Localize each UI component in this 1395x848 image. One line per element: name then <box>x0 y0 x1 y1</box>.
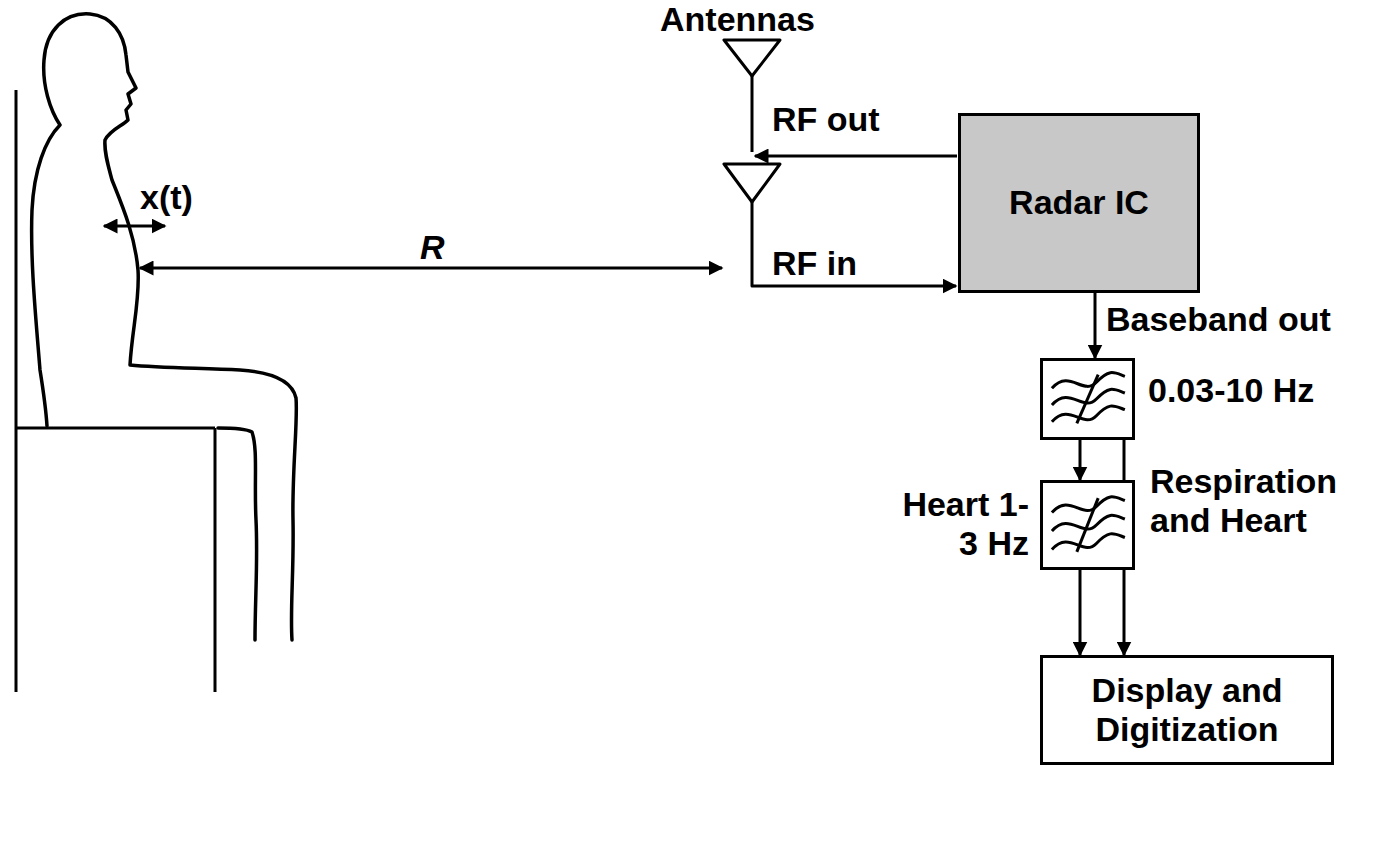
text-label: Antennas <box>660 0 815 39</box>
filter-symbol <box>1043 483 1132 567</box>
antenna-symbols <box>724 40 957 286</box>
connector-label: Respiration and Heart <box>1150 462 1390 540</box>
range-arrow <box>140 267 722 270</box>
filter-box: Heart 1-3 Hz <box>1040 480 1135 570</box>
signal-connector <box>1094 293 1097 358</box>
filter-symbol <box>1043 361 1132 437</box>
chair <box>16 90 215 692</box>
connector-label: Baseband out <box>1106 300 1331 339</box>
filter-label: Heart 1-3 Hz <box>901 485 1029 563</box>
signal-connector <box>1079 570 1082 655</box>
box-label: Display and Digitization <box>1051 671 1323 749</box>
displacement-arrow <box>104 225 165 228</box>
text-label: RF out <box>772 100 880 139</box>
text-label: x(t) <box>140 178 193 217</box>
filter-label: 0.03-10 Hz <box>1148 371 1314 410</box>
text-label: RF in <box>772 244 857 283</box>
box-label: Radar IC <box>1009 183 1149 222</box>
filter-box: 0.03-10 Hz <box>1040 358 1135 440</box>
text-label: R <box>420 228 445 267</box>
person-outline <box>32 14 297 640</box>
signal-connector <box>1079 440 1082 480</box>
process-box: Radar IC <box>958 113 1200 293</box>
process-box: Display and Digitization <box>1040 655 1334 765</box>
